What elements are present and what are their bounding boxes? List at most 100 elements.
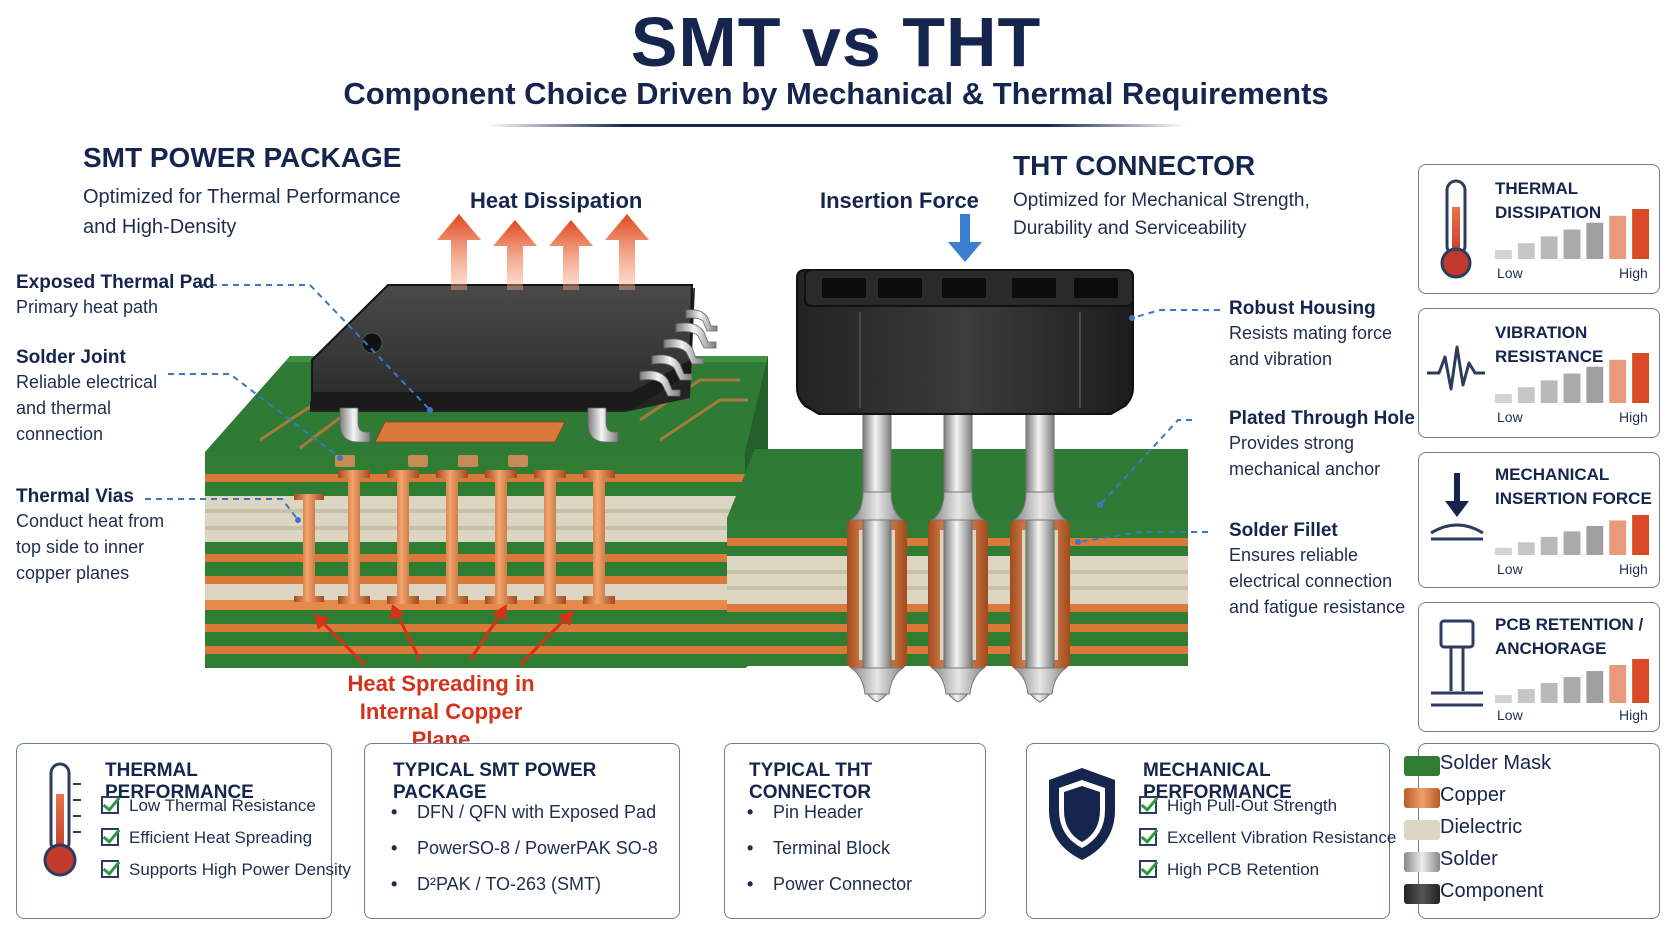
rating-bar bbox=[1609, 665, 1627, 703]
rating-level-bars bbox=[1495, 209, 1649, 259]
list-item: •Terminal Block bbox=[747, 830, 912, 866]
rating-bar bbox=[1517, 689, 1535, 703]
legend-label: Solder Mask bbox=[1440, 752, 1552, 774]
list-item: Low Thermal Resistance bbox=[101, 790, 351, 822]
legend-item-component: Component bbox=[1404, 880, 1543, 904]
legend-item-solder-mask: Solder Mask bbox=[1404, 752, 1552, 776]
solder-fillets bbox=[849, 491, 1068, 695]
callout-text: top side to inner bbox=[16, 537, 145, 557]
rating-card-title: VIBRATION RESISTANCE bbox=[1495, 323, 1604, 366]
checkbox-checked-icon bbox=[101, 828, 119, 846]
list-item-label: High PCB Retention bbox=[1167, 860, 1320, 879]
legend-item-solder: Solder bbox=[1404, 848, 1498, 872]
legend-item-copper: Copper bbox=[1404, 784, 1506, 808]
rating-low-label: Low bbox=[1497, 561, 1523, 577]
legend-label: Solder bbox=[1440, 848, 1498, 870]
bullet: • bbox=[747, 874, 754, 894]
rating-bar bbox=[1563, 677, 1581, 703]
shield-icon bbox=[1049, 768, 1115, 860]
callout-plated-through-hole: Plated Through Hole Provides strong mech… bbox=[1229, 408, 1415, 482]
legend-label: Dielectric bbox=[1440, 816, 1523, 838]
smt-callout-lines bbox=[145, 284, 431, 521]
heat-dissipation-arrows bbox=[437, 214, 649, 290]
rating-high-label: High bbox=[1619, 409, 1648, 425]
rating-bar bbox=[1586, 222, 1604, 259]
callout-text: Ensures reliable bbox=[1229, 545, 1359, 565]
rating-bar bbox=[1609, 359, 1627, 403]
list-item-label: Supports High Power Density bbox=[129, 860, 352, 879]
rating-high-label: High bbox=[1619, 561, 1648, 577]
heat-spreading-arrows bbox=[314, 604, 574, 667]
rating-high-label: High bbox=[1619, 265, 1648, 281]
rating-bar bbox=[1609, 215, 1627, 259]
rating-low-label: Low bbox=[1497, 707, 1523, 723]
box-title: TYPICAL SMT POWER PACKAGE bbox=[393, 760, 597, 803]
checkbox-checked-icon bbox=[101, 796, 119, 814]
rating-bar bbox=[1586, 671, 1604, 703]
rating-bar bbox=[1540, 380, 1558, 403]
thermal-benefits-list: Low Thermal Resistance Efficient Heat Sp… bbox=[101, 790, 351, 886]
legend-item-dielectric: Dielectric bbox=[1404, 816, 1523, 840]
rating-level-bars bbox=[1495, 353, 1649, 403]
list-item-label: Excellent Vibration Resistance bbox=[1167, 828, 1397, 847]
rating-bar bbox=[1563, 531, 1581, 555]
box-title: TYPICAL THT CONNECTOR bbox=[749, 760, 873, 803]
list-item-label: PowerSO-8 / PowerPAK SO-8 bbox=[417, 838, 658, 858]
heat-spreading-label: Heat Spreading in Internal Copper Plane bbox=[330, 670, 552, 754]
mechanical-performance-box: MECHANICAL PERFORMANCE High Pull-Out Str… bbox=[1026, 743, 1396, 919]
callout-text: Conduct heat from bbox=[16, 511, 165, 531]
smt-section-subtitle-2: and High-Density bbox=[83, 216, 237, 238]
thermal-vias bbox=[294, 470, 615, 604]
bullet: • bbox=[391, 838, 398, 858]
typical-smt-package-box: TYPICAL SMT POWER PACKAGE •DFN / QFN wit… bbox=[364, 743, 680, 919]
rating-card-title: ANCHORAGE bbox=[1495, 639, 1607, 658]
rating-level-bars bbox=[1495, 659, 1649, 703]
list-item-label: Power Connector bbox=[773, 874, 913, 894]
rating-bar bbox=[1632, 659, 1649, 703]
rating-bar bbox=[1632, 515, 1649, 555]
tht-section-subtitle-2: Durability and Serviceability bbox=[1013, 218, 1247, 239]
callout-title: Plated Through Hole bbox=[1229, 408, 1415, 429]
bullet: • bbox=[747, 838, 754, 858]
tht-connector-housing bbox=[796, 269, 1134, 415]
heat-dissipation-label: Heat Dissipation bbox=[470, 188, 643, 213]
insertion-force-icon bbox=[1430, 473, 1484, 541]
rating-card-vibration-resistance: VIBRATION RESISTANCE Low High bbox=[1418, 308, 1660, 438]
rating-bar bbox=[1632, 209, 1649, 259]
callout-text: electrical connection bbox=[1229, 571, 1393, 591]
insertion-force-label: Insertion Force bbox=[820, 188, 979, 213]
rating-bar bbox=[1563, 373, 1581, 403]
tht-section-title: THT CONNECTOR bbox=[1013, 150, 1256, 181]
callout-exposed-thermal-pad: Exposed Thermal Pad Primary heat path bbox=[16, 272, 215, 320]
legend-swatch bbox=[1404, 852, 1440, 872]
legend-swatch bbox=[1404, 788, 1440, 808]
callout-text: Resists mating force bbox=[1229, 323, 1393, 343]
rating-card-title: INSERTION FORCE bbox=[1495, 489, 1652, 508]
smt-chip-package bbox=[310, 284, 718, 443]
callout-text: mechanical anchor bbox=[1229, 459, 1381, 479]
rating-bar bbox=[1517, 542, 1535, 555]
list-item: • Power Connector bbox=[747, 866, 912, 902]
tht-connector-list: •Pin Header •Terminal Block •Power Conne… bbox=[747, 794, 912, 902]
insertion-force-arrow bbox=[948, 214, 982, 262]
rating-card-title: MECHANICAL bbox=[1495, 465, 1610, 484]
checkbox-checked-icon bbox=[1139, 828, 1157, 846]
list-item-label: Low Thermal Resistance bbox=[129, 796, 316, 815]
callout-text: and thermal bbox=[16, 398, 112, 418]
page-title: SMT vs THT bbox=[630, 3, 1042, 81]
callout-text: Reliable electrical bbox=[16, 372, 158, 392]
list-item: Excellent Vibration Resistance bbox=[1139, 822, 1396, 854]
box-title: MECHANICAL PERFORMANCE bbox=[1143, 760, 1292, 803]
vibration-wave-icon bbox=[1427, 345, 1485, 391]
checkbox-checked-icon bbox=[1139, 860, 1157, 878]
rating-card-mechanical-insertion-force: MECHANICAL INSERTION FORCE Low High bbox=[1418, 452, 1660, 588]
list-item-label: Efficient Heat Spreading bbox=[129, 828, 313, 847]
callout-text: and fatigue resistance bbox=[1229, 597, 1406, 617]
rating-bar bbox=[1495, 394, 1512, 403]
list-item: Supports High Power Density bbox=[101, 854, 351, 886]
legend-swatch bbox=[1404, 884, 1440, 904]
list-item-label: D²PAK / TO-263 (SMT) bbox=[417, 874, 602, 894]
rating-bar bbox=[1632, 353, 1649, 403]
bullet: • bbox=[747, 802, 754, 822]
